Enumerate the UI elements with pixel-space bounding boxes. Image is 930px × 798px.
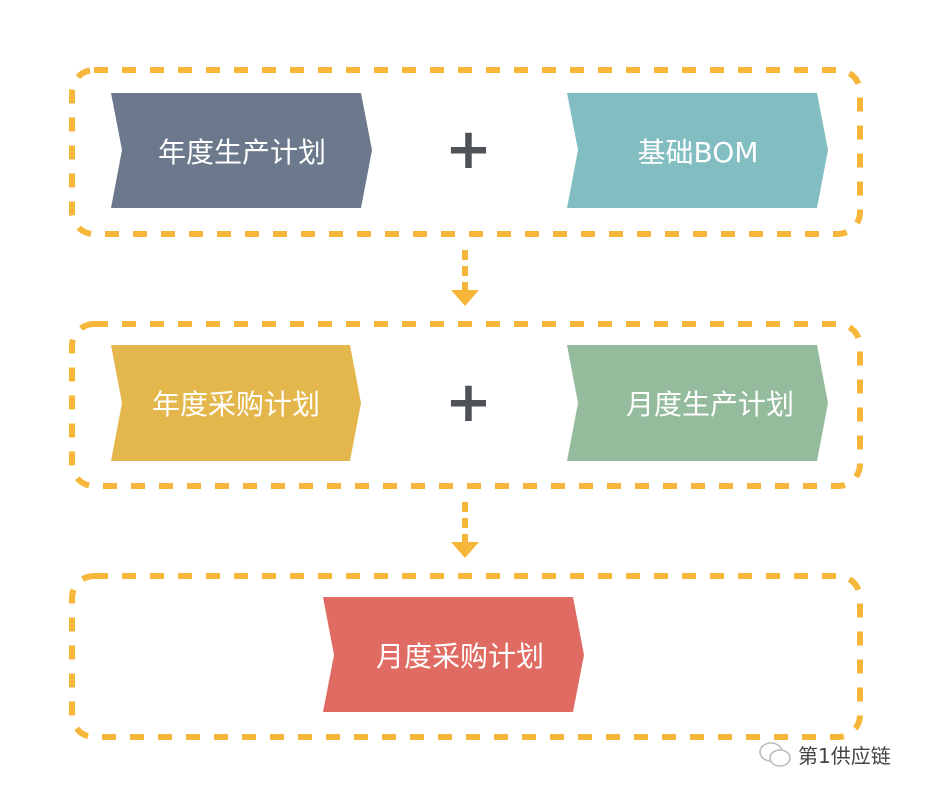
plus-icon: +	[445, 117, 492, 182]
chevron-annual-purchase	[111, 345, 361, 461]
chevron-basic-bom	[567, 93, 828, 208]
wechat-icon	[759, 741, 791, 767]
label-monthly-production: 月度生产计划	[625, 388, 794, 421]
chevron-monthly-production	[567, 345, 828, 461]
label-annual-production: 年度生产计划	[157, 136, 326, 169]
watermark: 第1供应链	[758, 740, 891, 769]
watermark-text: 第1供应链	[798, 744, 891, 768]
group-box-1	[69, 67, 863, 237]
label-annual-purchase: 年度采购计划	[151, 388, 320, 421]
label-basic-bom: 基础BOM	[637, 136, 759, 169]
chevron-monthly-purchase	[323, 597, 584, 712]
group-box-2	[69, 321, 863, 489]
plus-icon: +	[445, 370, 492, 435]
label-monthly-purchase: 月度采购计划	[375, 640, 544, 673]
chevron-annual-production	[111, 93, 372, 208]
arrow-down-icon	[451, 502, 479, 558]
arrow-down-icon	[451, 250, 479, 306]
group-box-3	[69, 573, 863, 740]
